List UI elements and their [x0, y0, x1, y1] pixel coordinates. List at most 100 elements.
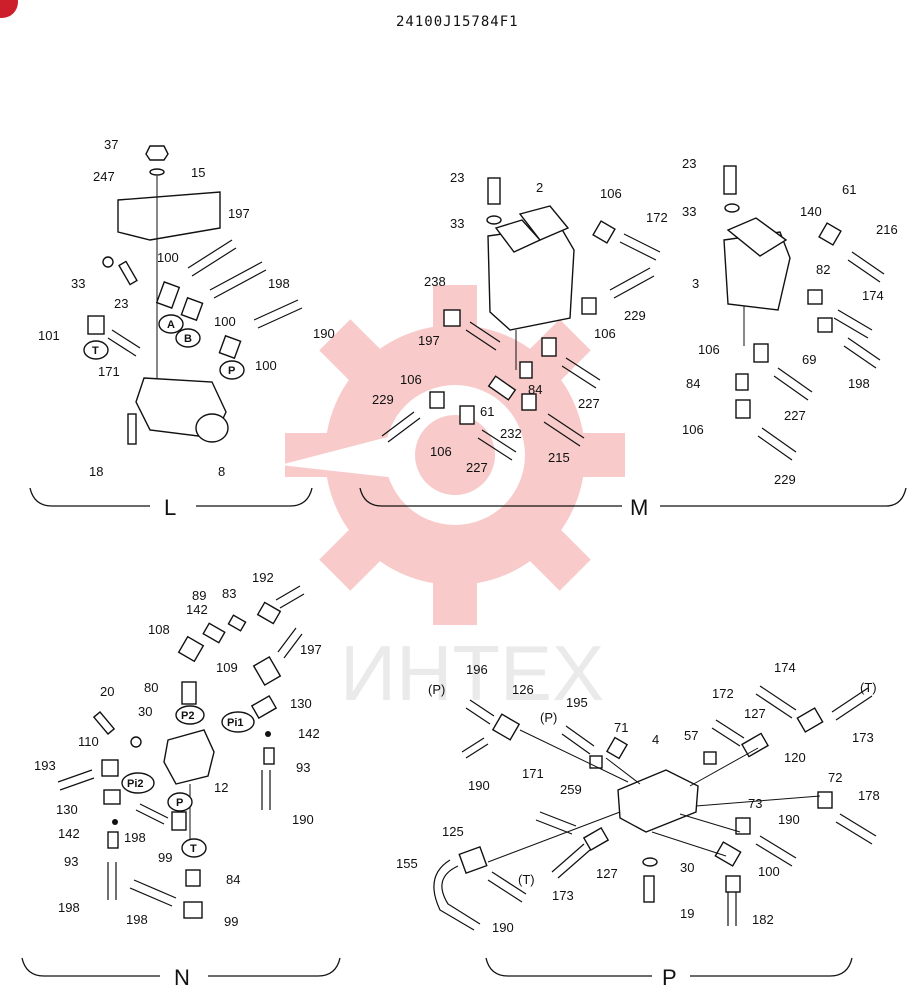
hose-line [755, 685, 797, 719]
fitting [107, 831, 119, 849]
fitting [541, 337, 557, 357]
valve-spool [195, 413, 229, 443]
hose-line [487, 871, 527, 903]
callout: 130 [290, 696, 312, 711]
callout: 192 [252, 570, 274, 585]
callout: 106 [594, 326, 616, 341]
hose-line [773, 367, 813, 401]
section-N: P2 Pi1 Pi2 P T 192 89 83 142 108 197 109… [21, 570, 341, 990]
callout: 57 [684, 728, 698, 743]
fitting [725, 875, 741, 893]
bolt-part [487, 177, 501, 205]
callout: 3 [692, 276, 699, 291]
callout: 172 [646, 210, 668, 225]
nut-part [145, 145, 169, 161]
hose-line [727, 892, 737, 926]
bolt-part [643, 875, 655, 903]
corner-badge [0, 0, 18, 18]
bolt-part [92, 711, 116, 735]
fitting [487, 375, 517, 401]
washer-part [149, 168, 165, 176]
section-bracket-P [485, 957, 853, 977]
callout: 173 [552, 888, 574, 903]
fitting [181, 681, 197, 705]
callout: 227 [784, 408, 806, 423]
callout: 127 [744, 706, 766, 721]
section-label-L: L [164, 495, 176, 520]
callout: 195 [566, 695, 588, 710]
hose-line [561, 725, 595, 755]
fitting [491, 713, 521, 741]
callout: 125 [442, 824, 464, 839]
callout: 142 [58, 826, 80, 841]
callout: 82 [816, 262, 830, 277]
hose-line [261, 770, 271, 810]
fitting [177, 635, 205, 663]
callout: 99 [158, 850, 172, 865]
callout: 23 [114, 296, 128, 311]
callout: 69 [802, 352, 816, 367]
callout: 100 [758, 864, 780, 879]
callout: 18 [89, 464, 103, 479]
hose-line [711, 719, 745, 747]
callout: 2 [536, 180, 543, 195]
callout: 198 [848, 376, 870, 391]
callouts-N: 192 89 83 142 108 197 109 80 130 20 30 1… [34, 570, 322, 929]
callout: 174 [774, 660, 796, 675]
hose-line [843, 337, 881, 369]
callout: 127 [596, 866, 618, 881]
fitting [256, 601, 282, 625]
hose-line [543, 413, 585, 447]
fitting [101, 759, 119, 777]
callout: 33 [450, 216, 464, 231]
callout: 19 [680, 906, 694, 921]
section-label-P: P [662, 965, 677, 990]
fitting [581, 297, 597, 315]
section-label-M: M [630, 495, 648, 520]
callout: 232 [500, 426, 522, 441]
washer-part [102, 256, 114, 268]
solenoid-cap [518, 205, 570, 241]
port-P2: P2 [175, 705, 205, 725]
watermark-gear [280, 285, 625, 625]
fitting [252, 656, 282, 686]
fitting [519, 361, 533, 379]
callout: 140 [800, 204, 822, 219]
fitting [741, 732, 769, 758]
fitting [103, 789, 121, 805]
callout: 196 [466, 662, 488, 677]
callout: 229 [624, 308, 646, 323]
port-T-n: T [181, 838, 207, 858]
callout: 173 [852, 730, 874, 745]
watermark-logo: ИНТЕХ [280, 285, 625, 717]
fitting [521, 393, 537, 411]
washer-part [130, 736, 142, 748]
ball-part [265, 731, 271, 737]
callouts-P: 174 (T) (P) 196 126 172 127 195 71 (P) 4… [396, 660, 880, 935]
bolt-part [723, 165, 737, 195]
callout: 216 [876, 222, 898, 237]
port-A: A [158, 314, 184, 334]
callout: 61 [480, 404, 494, 419]
callout: 126 [512, 682, 534, 697]
hose-line [833, 309, 873, 339]
bracket-plate [117, 191, 221, 241]
callouts-L: 37 247 15 197 33 23 100 198 101 100 190 … [38, 137, 335, 479]
elbow-fitting [155, 281, 181, 309]
fitting [263, 747, 275, 765]
fitting [250, 694, 278, 720]
callout: 172 [712, 686, 734, 701]
callout: 93 [296, 760, 310, 775]
bolt-part [118, 260, 138, 286]
port-P: P [219, 360, 245, 380]
washer-part [724, 203, 740, 213]
callout: 101 [38, 328, 60, 343]
callout: 84 [226, 872, 240, 887]
hose-line [465, 699, 495, 725]
callout: 100 [255, 358, 277, 373]
callout: 106 [682, 422, 704, 437]
hose-line [831, 687, 873, 721]
hose-line [381, 411, 421, 443]
callout: 198 [58, 900, 80, 915]
callout: 197 [228, 206, 250, 221]
